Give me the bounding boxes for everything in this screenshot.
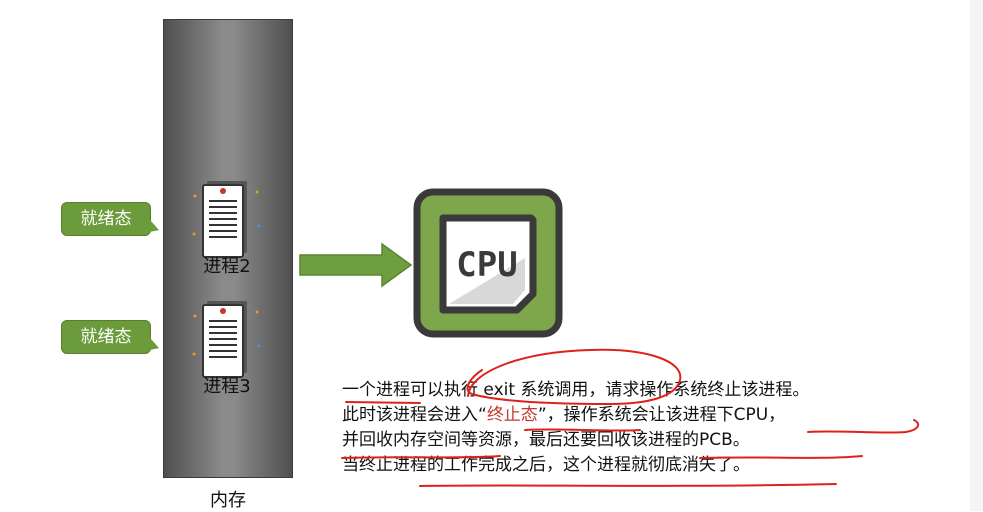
description-line-4: 当终止进程的工作完成之后，这个进程就彻底消失了。 — [342, 455, 750, 475]
description-text: 一个进程可以执行 exit 系统调用，请求操作系统终止该进程。 此时该进程会进入… — [342, 378, 962, 478]
description-line-3: 并回收内存空间等资源，最后还要回收该进程的PCB。 — [342, 430, 750, 450]
description-line-2: 此时该进程会进入“终止态”，操作系统会让该进程下CPU， — [342, 403, 962, 428]
process-3: 进程3 — [187, 296, 267, 398]
underline-line-4 — [419, 483, 837, 487]
document-icon — [192, 301, 261, 378]
state-label: 就绪态 — [80, 327, 132, 347]
line-2-prefix: 此时该进程会进入“ — [342, 405, 487, 425]
document-icon — [192, 181, 261, 258]
terminated-state-term: 终止态 — [486, 405, 538, 425]
line-2-suffix: ”，操作系统会让该进程下CPU， — [537, 405, 786, 425]
process-label: 进程2 — [203, 256, 251, 277]
cpu-label: CPU — [456, 245, 517, 285]
description-line-1: 一个进程可以执行 exit 系统调用，请求操作系统终止该进程。 — [342, 380, 810, 400]
page-edge — [970, 0, 983, 511]
state-label: 就绪态 — [80, 209, 132, 229]
state-bubble-ready-2: 就绪态 — [61, 320, 151, 354]
cpu-chip-icon: CPU — [413, 188, 563, 338]
process-2: 进程2 — [187, 176, 267, 278]
process-label: 进程3 — [203, 376, 251, 397]
state-bubble-ready-1: 就绪态 — [61, 202, 151, 236]
memory-label: 内存 — [210, 490, 246, 511]
arrow-right-icon — [299, 242, 413, 288]
